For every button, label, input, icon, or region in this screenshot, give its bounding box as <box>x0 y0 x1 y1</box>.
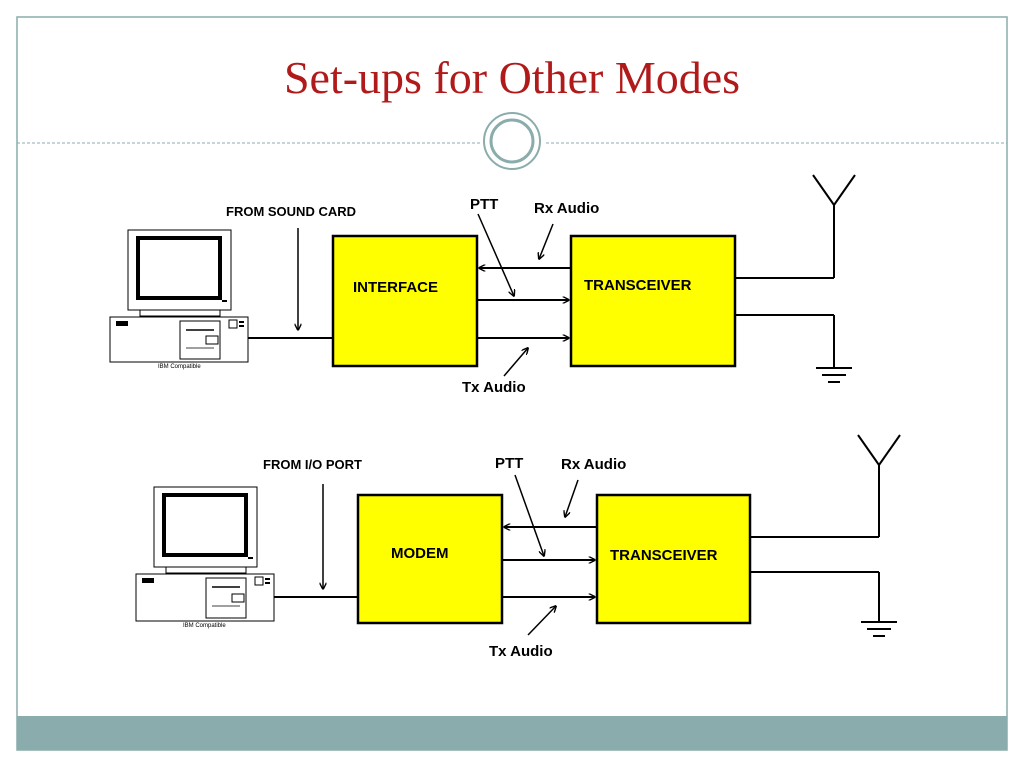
rx-audio-label: Rx Audio <box>534 200 600 217</box>
footer-band <box>17 716 1007 750</box>
slide-title: Set-ups for Other Modes <box>283 52 741 103</box>
tx-audio-label: Tx Audio <box>489 643 553 660</box>
modem-box <box>356 493 504 625</box>
interface-box-label: INTERFACE <box>353 279 439 296</box>
transceiver-box-label: TRANSCEIVER <box>584 277 692 294</box>
computer-icon <box>135 486 275 622</box>
antenna-icon <box>750 434 901 538</box>
diagram-top <box>109 174 856 383</box>
transceiver-box-label: TRANSCEIVER <box>610 547 718 564</box>
ground-icon <box>735 314 852 383</box>
ground-icon <box>750 571 897 637</box>
diagram-bottom <box>135 434 901 637</box>
transceiver-box-top <box>569 234 737 368</box>
rx-audio-label: Rx Audio <box>561 456 627 473</box>
modem-box-label: MODEM <box>391 545 449 562</box>
antenna-icon <box>735 174 856 279</box>
transceiver-box-bottom <box>595 493 752 625</box>
source-label: FROM I/O PORT <box>263 457 362 472</box>
source-label: FROM SOUND CARD <box>226 204 356 219</box>
computer-caption: IBM Compatible <box>158 364 201 370</box>
ptt-label: PTT <box>470 196 499 213</box>
ring-ornament-inner <box>489 118 535 164</box>
tx-audio-label: Tx Audio <box>462 379 526 396</box>
computer-caption: IBM Compatible <box>183 623 226 629</box>
interface-box <box>331 234 479 368</box>
ptt-label: PTT <box>495 455 524 472</box>
computer-icon <box>109 229 249 363</box>
